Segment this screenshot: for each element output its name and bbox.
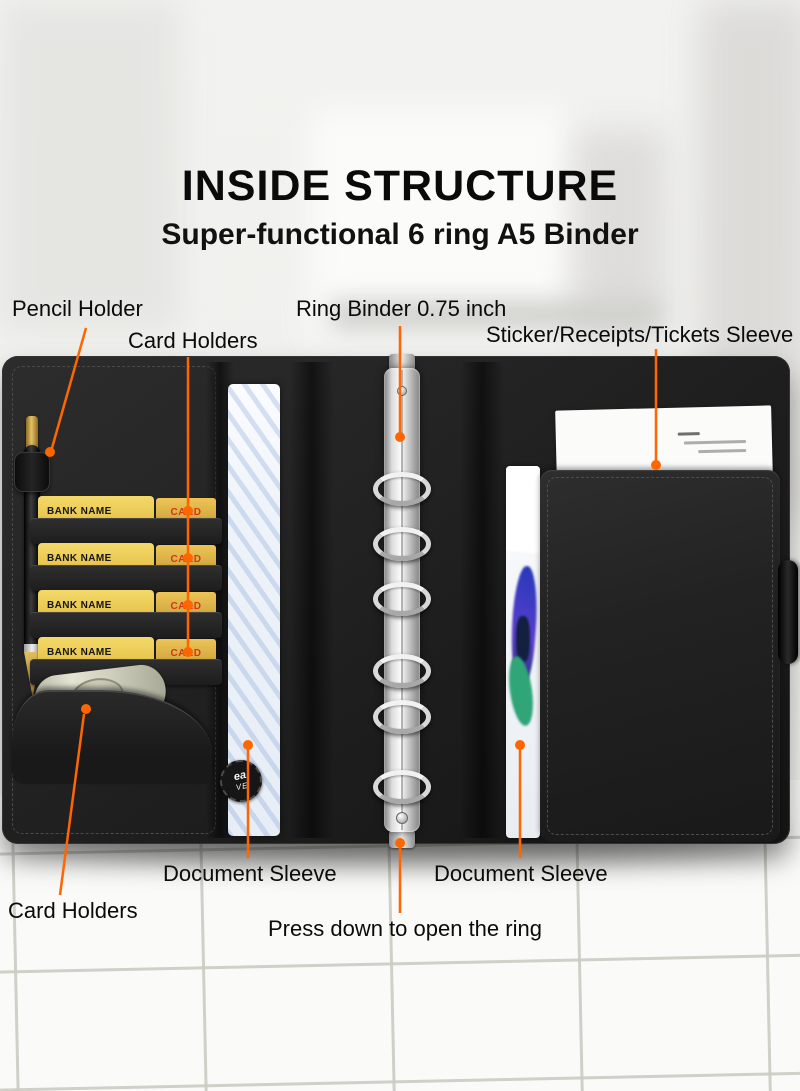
background-frame-2 xyxy=(575,130,665,330)
spine-rivet-bottom xyxy=(396,812,408,824)
bank-card-label: BANK NAME xyxy=(47,505,112,517)
annotation-sticker-sleeve: Sticker/Receipts/Tickets Sleeve xyxy=(486,322,794,347)
annotation-press-ring: Press down to open the ring xyxy=(268,916,542,941)
annotation-card-holders-top: Card Holders xyxy=(128,328,258,353)
annotation-document-sleeve-right: Document Sleeve xyxy=(434,861,608,886)
bank-card-label: BANK NAME xyxy=(47,552,112,564)
card-tab-label: CARD xyxy=(170,553,202,565)
card-slot-flap xyxy=(30,518,222,544)
background-shelf-edge xyxy=(330,300,660,330)
spine-rivet-top xyxy=(397,386,407,396)
binder-ring-3 xyxy=(373,582,431,616)
binder-ring-6 xyxy=(373,770,431,804)
card-slot-flap xyxy=(30,612,222,638)
elastic-strap xyxy=(778,560,798,664)
ring-open-tab-top xyxy=(389,354,415,372)
badge-text-2: VE xyxy=(235,780,250,793)
background-blur-left xyxy=(0,0,180,330)
pen-holder-loop xyxy=(14,452,50,492)
artwork-blob-dark xyxy=(516,616,530,662)
ring-open-tab-bottom xyxy=(389,830,415,848)
bank-card-label: BANK NAME xyxy=(47,599,112,611)
annotation-ring-binder: Ring Binder 0.75 inch xyxy=(296,296,507,321)
receipt-print-line xyxy=(683,439,746,445)
receipt-print-line xyxy=(677,432,700,436)
annotation-card-holders-bottom: Card Holders xyxy=(8,898,138,923)
annotation-document-sleeve-left: Document Sleeve xyxy=(163,861,337,886)
card-tab-label: CARD xyxy=(170,600,202,612)
binder-ring-2 xyxy=(373,527,431,561)
page-title: INSIDE STRUCTURE xyxy=(181,162,619,210)
card-tab-label: CARD xyxy=(170,647,202,659)
sticker-receipts-pocket xyxy=(540,470,780,842)
receipt-print-line xyxy=(698,448,747,454)
binder-ring-4 xyxy=(373,654,431,688)
binder: ea VE BANK NAME CARD BANK NAME CARD BANK… xyxy=(2,354,798,848)
artwork-blob-green xyxy=(506,654,537,728)
pen-band xyxy=(24,644,40,652)
fold-crease-spine-left xyxy=(290,362,334,838)
paper-corner xyxy=(506,466,540,555)
document-sleeve-right xyxy=(506,466,540,838)
fold-crease-spine-right xyxy=(460,362,504,838)
binder-ring-1 xyxy=(373,472,431,506)
binder-ring-5 xyxy=(373,700,431,734)
card-tab-label: CARD xyxy=(170,506,202,518)
annotation-pencil-holder: Pencil Holder xyxy=(12,296,143,321)
card-slot-flap xyxy=(30,565,222,591)
bank-card-label: BANK NAME xyxy=(47,646,112,658)
page-subtitle: Super-functional 6 ring A5 Binder xyxy=(161,218,639,251)
pocket-stitching xyxy=(547,477,773,835)
pen-body xyxy=(24,445,40,660)
